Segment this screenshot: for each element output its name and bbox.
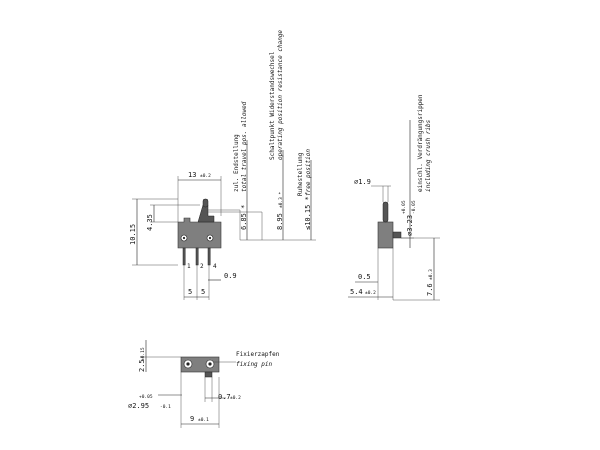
dim-pin-width-0-9: 0.9 xyxy=(224,272,237,280)
dim-pin-width-0-7: 0.7 xyxy=(218,393,231,401)
side-pin xyxy=(392,231,402,239)
travel-dim-6-85: 6.85 * xyxy=(240,205,248,230)
dim-height-4-35: 4.35 xyxy=(146,214,154,231)
rib-label-en: including crush ribs xyxy=(425,119,432,192)
dim-spacing-5b: 5 xyxy=(201,288,205,296)
dim-hole-tol-minus: -0.1 xyxy=(160,404,171,410)
rib-label-de: einschl. Verdrängungsrippen xyxy=(417,94,424,192)
terminal-pin-2 xyxy=(195,247,199,266)
actuator-lever xyxy=(197,204,215,223)
terminal-pin-1 xyxy=(182,247,186,266)
dim-offset: 2.5 xyxy=(138,359,146,372)
dim-plunger-dia: ∅1.9 xyxy=(354,178,371,186)
bottom-pin xyxy=(204,371,213,378)
switch-body xyxy=(177,217,222,249)
dim-side-width: 5.4 xyxy=(350,288,363,296)
dim-spacing-5a: 5 xyxy=(188,288,192,296)
dim-length-9: 9 xyxy=(190,415,194,423)
travel-label-en-1: total travel pos. allowed xyxy=(241,101,248,192)
travel-dim-10-15: ≤10.15 * xyxy=(304,196,312,230)
dim-height-10-15: 10.15 xyxy=(129,224,137,245)
dim-width-13: 13 xyxy=(188,171,196,179)
travel-label-en-2: operating position resistance change xyxy=(277,30,284,160)
dim-width-13-tol: ±0.2 xyxy=(200,173,211,179)
side-plunger xyxy=(382,201,389,223)
pin-label-1: 1 xyxy=(187,263,191,270)
dim-hole-tol-plus: +0.05 xyxy=(139,394,153,400)
dim-rib-dia: ∅3.23 xyxy=(406,215,414,236)
fixing-pin-label-de: Fixierzapfen xyxy=(236,351,280,358)
travel-label-en-3: free position xyxy=(305,149,312,196)
dim-length-9-tol: ±0.1 xyxy=(198,417,209,423)
terminal-pin-4 xyxy=(207,247,211,266)
travel-dim-8-95: 8.95 xyxy=(276,213,284,230)
fixing-pin-label-en: fixing pin xyxy=(236,361,273,368)
front-view: 1 2 4 13 ±0.2 10.15 4.35 5 5 0.9 xyxy=(129,30,316,300)
dim-pin-width-0-7-tol: ±0.2 xyxy=(230,395,241,401)
dim-rib-tol-plus: +0.05 xyxy=(401,200,407,214)
side-view: ∅1.9 ∅3.23 +0.05 -0.05 einschl. Verdräng… xyxy=(348,94,440,301)
bottom-view: Fixierzapfen fixing pin 2.5 ±0.15 +0.05 … xyxy=(128,340,280,428)
travel-dim-8-95-tol: ±0.3 * xyxy=(278,191,284,208)
dim-side-width-tol: ±0.2 xyxy=(365,290,376,296)
dim-offset-tol: ±0.15 xyxy=(140,347,146,361)
dim-rib-tol-minus: -0.05 xyxy=(411,200,417,214)
side-body xyxy=(377,221,394,249)
travel-label-de-1: zul. Endstellung xyxy=(233,134,240,192)
travel-label-de-2: Schaltpunkt Widerstandswechsel xyxy=(269,51,276,160)
travel-label-de-3: Ruhestellung xyxy=(297,152,304,196)
dim-thickness-0-5: 0.5 xyxy=(358,273,371,281)
dim-hole-dia: ∅2.95 xyxy=(128,402,149,410)
dim-side-height: 7.6 xyxy=(426,283,434,296)
plunger-tip xyxy=(202,198,209,208)
pin-label-2: 2 xyxy=(200,263,204,270)
dim-side-height-tol: ±0.3 xyxy=(428,269,434,280)
pin-label-4: 4 xyxy=(213,263,217,270)
